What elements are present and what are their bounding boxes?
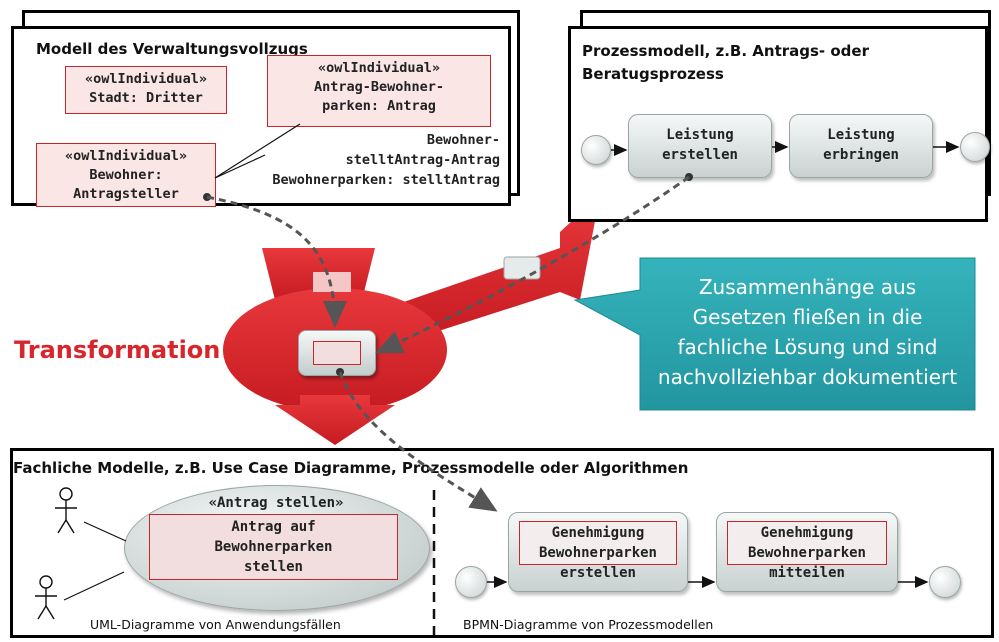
callout-line: fachliche Lösung und sind — [677, 335, 938, 359]
stereotype-label: «owlIndividual» — [65, 148, 187, 164]
individual-label: parken: Antrag — [322, 98, 436, 114]
panel-verwaltungsvollzug: Modell des Verwaltungsvollzugs «owlIndiv… — [11, 26, 511, 207]
owl-individual-bewohner: «owlIndividual» Bewohner: Antragsteller — [36, 143, 216, 207]
task-label: Genehmigung — [551, 525, 645, 541]
usecase-label: Bewohnerparken — [214, 539, 333, 555]
task-label: Leistung — [666, 127, 734, 143]
panel-title-verwaltungsvollzug: Modell des Verwaltungsvollzugs — [36, 40, 308, 58]
actor-icon — [55, 487, 77, 534]
task-label: erbringen — [823, 147, 899, 163]
individual-label: Stadt: Dritter — [89, 90, 203, 106]
task-genehmigung-erstellen: Genehmigung Bewohnerparken erstellen — [508, 512, 688, 592]
usecase-stereotype: «Antrag stellen» — [208, 495, 344, 511]
panel-title-prozessmodell: Prozessmodell, z.B. Antrags- oder Beratu… — [582, 40, 869, 86]
bpmn-start-event — [581, 135, 611, 165]
relation-label: Bewohner- stelltAntrag-Antrag Bewohnerpa… — [272, 130, 500, 190]
trace-leistung-to-hub — [375, 175, 690, 354]
transformation-card-highlight — [313, 341, 361, 365]
relation-line-antrag — [214, 123, 301, 179]
panel-title-fachliche-modelle: Fachliche Modelle, z.B. Use Case Diagram… — [13, 459, 689, 477]
callout-line: nachvollziehbar dokumentiert — [657, 365, 958, 389]
task-text: Genehmigung Bewohnerparken mitteilen — [717, 523, 897, 583]
bpmn-end-event-bottom — [929, 566, 961, 598]
title-line: Beratugsprozess — [582, 65, 724, 83]
relation-line-bewohner — [214, 154, 266, 179]
bpmn-end-event — [960, 132, 990, 162]
stereotype-label: «owlIndividual» — [85, 71, 207, 87]
callout-text: Zusammenhänge aus Gesetzen fließen in di… — [640, 272, 975, 392]
bpmn-start-event-bottom — [455, 566, 487, 598]
task-leistung-erstellen: Leistung erstellen — [628, 114, 772, 178]
task-label: Bewohnerparken — [747, 545, 866, 561]
task-genehmigung-mitteilen: Genehmigung Bewohnerparken mitteilen — [716, 512, 898, 592]
arrow-down — [275, 395, 395, 445]
actor-association — [63, 571, 125, 601]
callout-line: Zusammenhänge aus — [698, 275, 917, 299]
task-label: Genehmigung — [760, 525, 854, 541]
task-label: Leistung — [827, 127, 895, 143]
actor-icon — [35, 575, 57, 620]
caption-uml: UML-Diagramme von Anwendungsfällen — [90, 617, 341, 632]
task-highlight-box — [519, 521, 677, 565]
individual-label: Antragsteller — [73, 186, 179, 202]
actor-association — [83, 521, 127, 542]
task-label: erstellen — [662, 147, 738, 163]
task-label: erstellen — [560, 565, 636, 581]
trace-bewohner-to-hub — [206, 195, 347, 328]
owl-individual-antrag: «owlIndividual» Antrag-Bewohner- parken:… — [267, 55, 491, 127]
transformation-label: Transformation — [14, 336, 221, 364]
usecase-label: Antrag auf — [231, 519, 316, 535]
relation-line: stelltAntrag-Antrag — [345, 152, 500, 168]
task-text: Genehmigung Bewohnerparken erstellen — [509, 523, 687, 583]
task-highlight-box — [727, 521, 887, 565]
chip-left — [313, 272, 351, 292]
usecase-name-box: Antrag auf Bewohnerparken stellen — [149, 514, 398, 580]
task-label: mitteilen — [769, 565, 845, 581]
caption-bpmn: BPMN-Diagramme von Prozessmodellen — [463, 617, 714, 632]
relation-line: Bewohner- — [426, 132, 500, 148]
individual-label: Bewohner: — [89, 167, 163, 183]
callout-line: Gesetzen fließen in die — [692, 305, 923, 329]
arrow-right-diagonal — [395, 195, 600, 345]
task-leistung-erbringen: Leistung erbringen — [789, 114, 933, 178]
owl-individual-stadt: «owlIndividual» Stadt: Dritter — [65, 66, 227, 114]
relation-line: Bewohnerparken: stelltAntrag — [272, 172, 500, 188]
individual-label: Antrag-Bewohner- — [313, 79, 445, 95]
usecase-label: stellen — [243, 559, 303, 575]
task-label: Bewohnerparken — [538, 545, 657, 561]
title-line: Prozessmodell, z.B. Antrags- oder — [582, 42, 869, 60]
stereotype-label: «owlIndividual» — [318, 60, 440, 76]
trace-hub-to-genehmigung — [338, 371, 498, 512]
